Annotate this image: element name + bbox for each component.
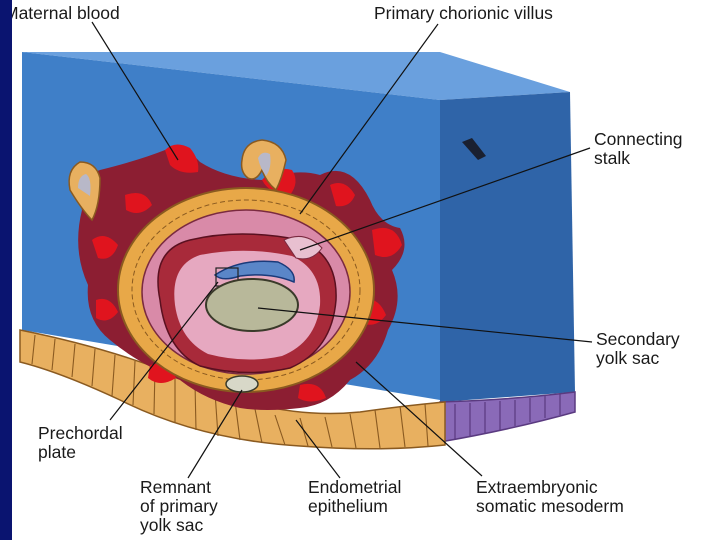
label-remnant-primary-yolk-sac: Remnant of primary yolk sac — [140, 477, 218, 535]
label-extraembryonic-somatic-mesoderm: Extraembryonic somatic mesoderm — [476, 477, 624, 516]
slide-frame — [0, 0, 12, 540]
embryo-implantation-diagram — [19, 21, 593, 479]
leader-lines — [91, 21, 593, 479]
uterine-gland-top — [240, 139, 287, 192]
label-endometrial-epithelium: Endometrial epithelium — [308, 477, 402, 516]
label-maternal-blood: Maternal blood — [12, 3, 120, 23]
amnion — [213, 260, 295, 284]
remnant-primary-yolk-sac-shape — [225, 375, 259, 393]
label-secondary-yolk-sac: Secondary yolk sac — [596, 329, 680, 368]
label-primary-chorionic-villus: Primary chorionic villus — [374, 3, 553, 23]
connecting-stalk-shape — [283, 235, 323, 260]
uterine-gland-left — [68, 161, 101, 222]
secondary-yolk-sac-shape — [205, 278, 299, 332]
block-mark-icon — [462, 138, 486, 160]
basal-epithelium — [439, 391, 576, 443]
label-prechordal-plate: Prechordal plate — [38, 423, 123, 462]
label-connecting-stalk: Connecting stalk — [594, 129, 683, 168]
slide: Maternal blood Primary chorionic villus … — [12, 0, 720, 540]
